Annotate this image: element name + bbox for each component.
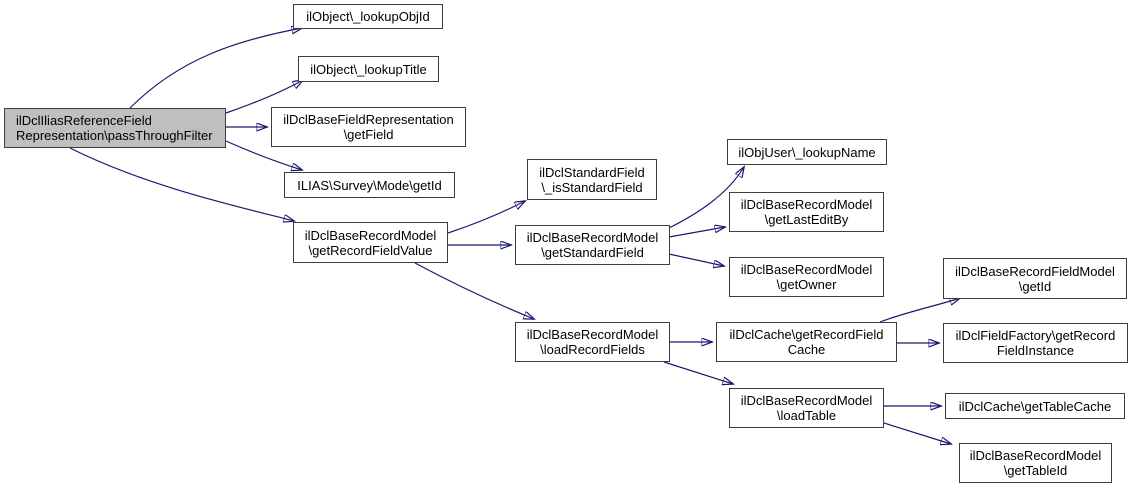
node-label-line: ilDclBaseFieldRepresentation: [283, 112, 454, 127]
node-recordFieldModelGetId[interactable]: ilDclBaseRecordFieldModel \getId: [943, 258, 1127, 299]
node-getRecordFieldValue[interactable]: ilDclBaseRecordModel \getRecordFieldValu…: [293, 222, 448, 263]
edge-getStandardField-lookupName: [668, 167, 744, 229]
edge-getRecordFieldValue-isStandardField: [447, 201, 525, 234]
node-getField[interactable]: ilDclBaseFieldRepresentation \getField: [271, 107, 466, 147]
node-label-line: \getStandardField: [541, 245, 644, 260]
node-label-line: ilObjUser\_lookupName: [738, 144, 876, 160]
node-label-line: ilDclBaseRecordModel: [526, 327, 659, 342]
node-label-line: Cache: [787, 342, 826, 357]
node-label-line: ilDclBaseRecordModel: [526, 230, 659, 245]
node-label-line: \loadTable: [776, 408, 837, 423]
edge-passThroughFilter-surveyModeGetId: [225, 140, 302, 170]
edge-getStandardField-getLastEditBy: [668, 227, 725, 238]
node-label-line: \loadRecordFields: [540, 342, 645, 357]
node-label-line: Representation\passThroughFilter: [16, 128, 213, 143]
node-label-line: ilDclIliasReferenceField: [16, 113, 152, 128]
node-label-line: ilDclCache\getRecordField: [729, 327, 884, 342]
edge-passThroughFilter-lookupTitle: [225, 80, 303, 114]
edge-passThroughFilter-lookupObjId: [129, 28, 302, 109]
node-label-line: \getTableId: [1003, 463, 1068, 478]
node-label-line: ilDclStandardField: [539, 164, 645, 180]
node-label-line: \getLastEditBy: [764, 212, 849, 227]
node-isStandardField[interactable]: ilDclStandardField \_isStandardField: [527, 159, 657, 200]
edge-getStandardField-getOwner: [668, 253, 724, 266]
edge-loadRecordFields-loadTable: [663, 361, 733, 384]
node-label-line: \getRecordFieldValue: [308, 242, 433, 258]
node-label-line: ilDclBaseRecordModel: [740, 197, 873, 212]
edge-getRecordFieldCache-recordFieldModelGetId: [879, 298, 960, 323]
edge-passThroughFilter-getRecordFieldValue: [69, 147, 294, 221]
node-lookupTitle[interactable]: ilObject\_lookupTitle: [298, 56, 439, 82]
node-lookupName[interactable]: ilObjUser\_lookupName: [727, 139, 887, 165]
node-label-line: ilDclCache\getTableCache: [958, 398, 1112, 414]
node-passThroughFilter[interactable]: ilDclIliasReferenceField Representation\…: [4, 108, 226, 148]
node-label-line: ilDclBaseRecordModel: [740, 262, 873, 277]
node-getOwner[interactable]: ilDclBaseRecordModel \getOwner: [729, 257, 884, 297]
node-label-line: FieldInstance: [996, 343, 1075, 358]
edge-getRecordFieldValue-loadRecordFields: [414, 262, 534, 319]
node-surveyModeGetId[interactable]: ILIAS\Survey\Mode\getId: [284, 172, 455, 198]
node-loadTable[interactable]: ilDclBaseRecordModel \loadTable: [729, 388, 884, 428]
node-lookupObjId[interactable]: ilObject\_lookupObjId: [293, 4, 443, 29]
node-getTableId[interactable]: ilDclBaseRecordModel \getTableId: [959, 443, 1112, 483]
node-label-line: ilDclBaseRecordModel: [969, 448, 1102, 463]
node-getTableCache[interactable]: ilDclCache\getTableCache: [945, 393, 1125, 419]
node-loadRecordFields[interactable]: ilDclBaseRecordModel \loadRecordFields: [515, 322, 670, 362]
node-getRecordFieldCache[interactable]: ilDclCache\getRecordField Cache: [716, 322, 897, 362]
node-label-line: ilDclBaseRecordFieldModel: [955, 263, 1115, 279]
node-label-line: \getOwner: [776, 277, 837, 292]
node-label-line: ilDclBaseRecordModel: [304, 227, 437, 243]
node-getRecordFieldInstance[interactable]: ilDclFieldFactory\getRecord FieldInstanc…: [943, 323, 1128, 363]
edge-loadTable-getTableId: [883, 422, 951, 444]
node-label-line: ILIAS\Survey\Mode\getId: [297, 177, 442, 193]
node-label-line: ilObject\_lookupObjId: [306, 9, 430, 24]
node-label-line: \getField: [343, 127, 394, 142]
node-label-line: \getId: [1018, 278, 1052, 294]
node-label-line: ilDclBaseRecordModel: [740, 393, 873, 408]
node-label-line: ilObject\_lookupTitle: [310, 61, 427, 77]
node-getStandardField[interactable]: ilDclBaseRecordModel \getStandardField: [515, 225, 670, 265]
node-label-line: ilDclFieldFactory\getRecord: [955, 328, 1116, 343]
node-label-line: \_isStandardField: [541, 179, 643, 195]
node-getLastEditBy[interactable]: ilDclBaseRecordModel \getLastEditBy: [729, 192, 884, 232]
